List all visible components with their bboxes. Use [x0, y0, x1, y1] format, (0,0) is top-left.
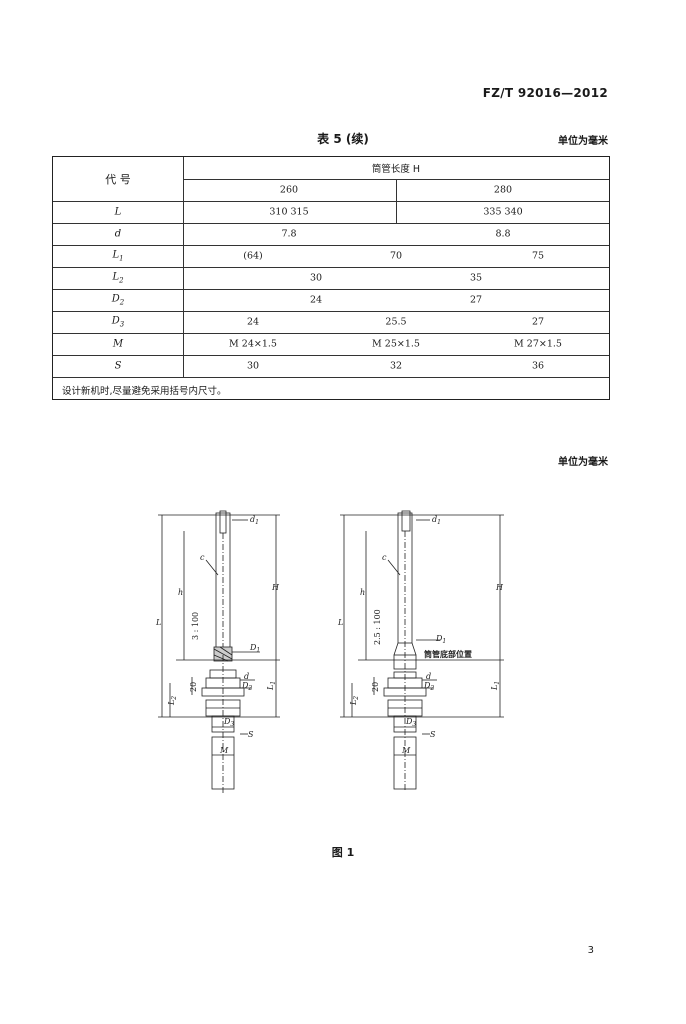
- left-label-L: L: [155, 618, 161, 627]
- row-symbol-M: M: [112, 338, 124, 350]
- table-note: 设计新机时,尽量避免采用括号内尺寸。: [62, 386, 227, 397]
- dimension-table: 代 号 筒管长度 H 260 280 L 310 315 335 340 d 7…: [52, 156, 610, 400]
- table-title: 表 5 (续): [317, 132, 369, 146]
- cell-d-260: 7.8: [281, 228, 297, 240]
- right-label-L2: L2: [349, 696, 360, 706]
- row-symbol-S: S: [114, 360, 122, 372]
- row-symbol-L: L: [114, 206, 122, 218]
- cell-S-b: 32: [389, 360, 403, 372]
- left-label-L1: L1: [266, 681, 277, 691]
- standard-number: FZ/T 92016—2012: [482, 86, 608, 100]
- left-label-D3: D3: [223, 717, 234, 728]
- cell-S-c: 36: [531, 360, 545, 372]
- left-label-D2: D2: [241, 681, 252, 692]
- sub-header-280: 280: [493, 184, 513, 196]
- row-symbol-d: d: [114, 228, 122, 240]
- left-label-c: c: [200, 553, 205, 562]
- right-label-d: d: [426, 672, 431, 681]
- cell-S-a: 30: [246, 360, 260, 372]
- left-label-taper: 3 : 100: [191, 612, 200, 640]
- cell-L1-b: 70: [389, 250, 403, 262]
- cell-d-280: 8.8: [495, 228, 511, 240]
- figure-caption: 图 1: [331, 846, 355, 859]
- right-label-L: L: [337, 618, 343, 627]
- row-symbol-D3: D3: [111, 315, 125, 329]
- right-label-H: H: [495, 583, 504, 592]
- right-label-20: 20: [371, 682, 380, 692]
- right-label-D3: D3: [405, 717, 416, 728]
- cell-L1-a: (64): [243, 250, 263, 262]
- row-symbol-D2: D2: [111, 293, 125, 307]
- cell-L1-c: 75: [531, 250, 545, 262]
- cell-M-c: M 27×1.5: [514, 338, 562, 350]
- cell-L2-a: 30: [309, 272, 323, 284]
- cell-D3-a: 24: [246, 316, 260, 328]
- left-label-d: d: [244, 672, 249, 681]
- right-label-h: h: [360, 588, 365, 597]
- row-symbol-L1: L1: [112, 249, 124, 263]
- group-header: 筒管长度 H: [372, 161, 420, 175]
- left-label-h: h: [178, 588, 183, 597]
- figure-unit: 单位为毫米: [558, 457, 608, 468]
- right-spindle-drawing: [340, 510, 504, 791]
- right-label-S: S: [430, 730, 436, 739]
- right-label-D1: D1: [435, 634, 446, 645]
- spindle-figure: d1 c h H L 3 : 100 D1 d D2 20 L1 L2 D3 S…: [155, 510, 504, 793]
- cell-D3-c: 27: [531, 316, 545, 328]
- table-unit: 单位为毫米: [558, 136, 608, 147]
- right-label-d1: d1: [432, 515, 441, 526]
- sub-header-260: 260: [279, 184, 299, 196]
- cell-M-a: M 24×1.5: [229, 338, 277, 350]
- cell-D2-b: 27: [469, 294, 483, 306]
- cell-D3-b: 25.5: [385, 316, 407, 328]
- code-header: 代 号: [105, 173, 131, 186]
- left-label-d1: d1: [250, 515, 259, 526]
- row-symbol-L2: L2: [112, 271, 124, 285]
- left-label-D1: D1: [249, 643, 260, 654]
- cell-L-280: 335 340: [483, 206, 523, 218]
- left-label-L2: L2: [167, 696, 178, 706]
- left-label-M: M: [219, 746, 229, 755]
- right-label-c: c: [382, 553, 387, 562]
- cell-L2-b: 35: [469, 272, 483, 284]
- right-label-L1: L1: [490, 681, 501, 691]
- page-number: 3: [587, 945, 594, 956]
- right-label-D2: D2: [423, 681, 434, 692]
- cell-M-b: M 25×1.5: [372, 338, 420, 350]
- right-label-M: M: [401, 746, 411, 755]
- cell-L-260: 310 315: [269, 206, 309, 218]
- left-spindle-drawing: [158, 510, 280, 793]
- left-label-20: 20: [189, 682, 198, 692]
- right-label-taper: 2.5 : 100: [373, 609, 382, 645]
- right-label-bottom-position: 筒管底部位置: [424, 649, 472, 659]
- left-label-S: S: [248, 730, 254, 739]
- group-header-text: 筒管长度 H: [371, 164, 421, 175]
- left-label-H: H: [271, 583, 280, 592]
- cell-D2-a: 24: [309, 294, 323, 306]
